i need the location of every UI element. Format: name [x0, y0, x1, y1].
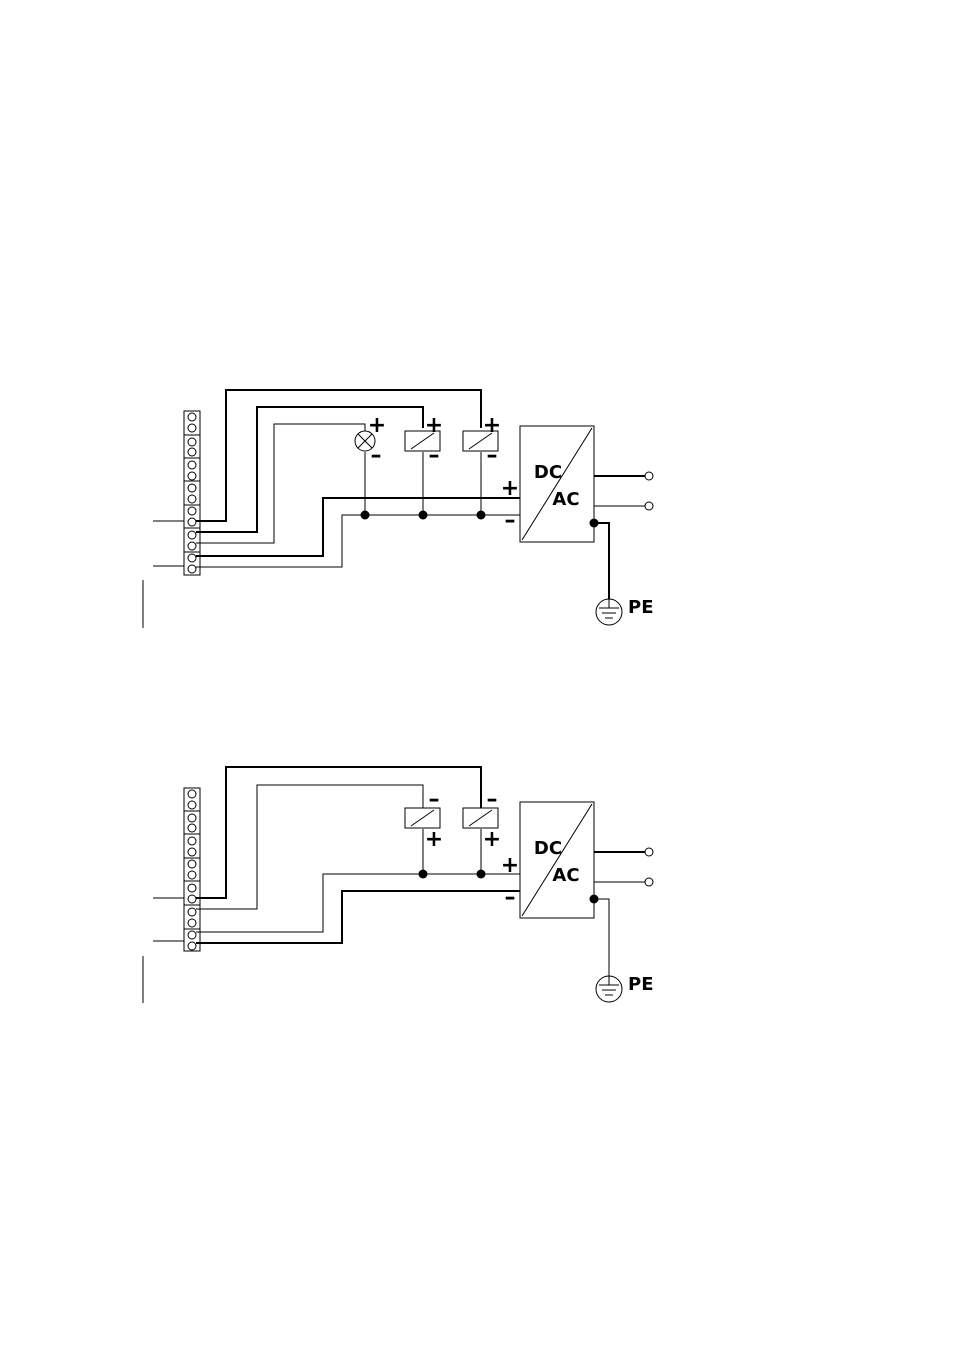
wires [196, 390, 520, 567]
wire-minus-bus [196, 891, 520, 943]
dc-minus-label: – [505, 508, 516, 533]
converter-ac-label: AC [552, 489, 579, 510]
terminal-screws [188, 790, 196, 950]
side-markers [143, 898, 184, 1003]
pe-label: PE [628, 974, 654, 995]
lamp-plus-label: + [368, 413, 386, 438]
terminal-screws [188, 413, 196, 573]
ac-outputs [594, 848, 653, 886]
terminal-block [184, 411, 200, 575]
relay2-plus-label: + [483, 827, 501, 852]
pe-label: PE [628, 597, 654, 618]
wire-plus-bus [196, 498, 520, 556]
dc-plus-label: + [501, 476, 519, 501]
wire-minus-bus [196, 515, 520, 567]
wire-2 [196, 407, 423, 532]
dc-ac-converter [520, 802, 594, 918]
relay1-plus-label: + [425, 827, 443, 852]
dc-minus-label: – [505, 885, 516, 910]
side-markers [143, 521, 184, 628]
diagram-bottom: – + – + + – DC AC [143, 767, 654, 1003]
relay1-plus-label: + [425, 413, 443, 438]
relay1-minus-label: – [429, 787, 440, 812]
converter-dc-label: DC [534, 838, 562, 859]
wire-plus-bus [196, 874, 520, 932]
relay2-plus-label: + [483, 413, 501, 438]
relay2-minus-label: – [487, 443, 498, 468]
relay2-minus-label: – [487, 787, 498, 812]
wire-3 [196, 424, 365, 543]
dc-plus-label: + [501, 853, 519, 878]
terminal-block [184, 788, 200, 951]
diagram-top: + – + – + – + – DC AC [143, 390, 654, 628]
converter-dc-label: DC [534, 462, 562, 483]
relay1-minus-label: – [429, 443, 440, 468]
ac-outputs [594, 472, 653, 510]
lamp-minus-label: – [371, 443, 382, 468]
dc-ac-converter [520, 426, 594, 542]
converter-ac-label: AC [552, 865, 579, 886]
wires [196, 767, 520, 943]
